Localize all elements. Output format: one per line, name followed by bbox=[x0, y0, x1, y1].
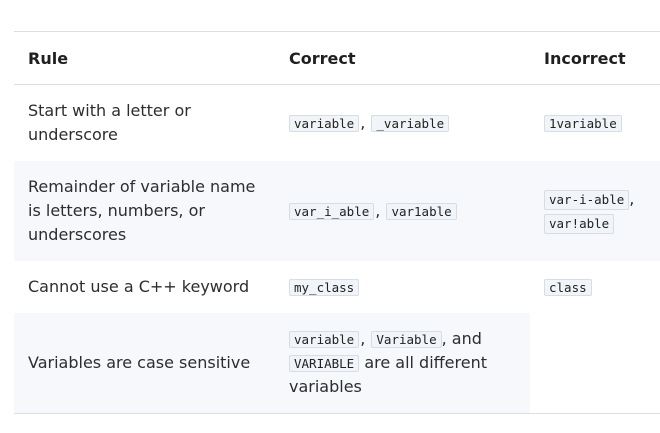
correct-cell: variable, Variable, and VARIABLE are all… bbox=[275, 313, 530, 414]
comma: , bbox=[360, 329, 366, 348]
code-example: _variable bbox=[371, 115, 450, 132]
code-example: 1variable bbox=[544, 115, 622, 132]
code-example: var-i-able bbox=[544, 190, 630, 210]
header-correct: Correct bbox=[275, 31, 530, 85]
code-example: var!able bbox=[544, 214, 615, 234]
code-example: variable bbox=[289, 331, 360, 348]
code-example: Variable bbox=[371, 331, 442, 348]
code-example: variable bbox=[289, 115, 360, 132]
header-incorrect: Incorrect bbox=[530, 31, 660, 85]
rule-cell: Cannot use a C++ keyword bbox=[28, 277, 250, 296]
code-example: my_class bbox=[289, 279, 360, 296]
tail-text: are all different variables bbox=[289, 353, 488, 396]
rule-cell: Start with a letter or underscore bbox=[28, 101, 191, 144]
rules-table-container: Rule Correct Incorrect Start with a lett… bbox=[14, 31, 660, 414]
table-header-row: Rule Correct Incorrect bbox=[14, 31, 660, 85]
correct-cell: variable, _variable bbox=[275, 85, 530, 162]
correct-cell: my_class bbox=[275, 261, 530, 313]
code-example: VARIABLE bbox=[289, 355, 360, 372]
incorrect-cell: class bbox=[530, 261, 660, 313]
comma: , bbox=[629, 189, 635, 208]
incorrect-cell-empty bbox=[530, 313, 660, 414]
table-row: Remainder of variable name is letters, n… bbox=[14, 161, 660, 261]
table-row: Start with a letter or underscore variab… bbox=[14, 85, 660, 162]
table-row: Variables are case sensitive variable, V… bbox=[14, 313, 660, 414]
table-row: Cannot use a C++ keyword my_class class bbox=[14, 261, 660, 313]
rule-cell: Remainder of variable name is letters, n… bbox=[14, 161, 275, 261]
rule-cell: Variables are case sensitive bbox=[14, 313, 275, 414]
correct-cell: var_i_able, var1able bbox=[275, 161, 530, 261]
code-example: var1able bbox=[386, 203, 457, 220]
comma: , bbox=[360, 113, 366, 132]
code-example: class bbox=[544, 279, 592, 296]
header-rule: Rule bbox=[14, 31, 275, 85]
incorrect-cell: var-i-able, var!able bbox=[530, 161, 660, 261]
variable-naming-rules-table: Rule Correct Incorrect Start with a lett… bbox=[14, 31, 660, 414]
comma: , bbox=[375, 201, 381, 220]
code-example: var_i_able bbox=[289, 203, 375, 220]
and-text: , and bbox=[441, 329, 482, 348]
incorrect-cell: 1variable bbox=[530, 85, 660, 162]
